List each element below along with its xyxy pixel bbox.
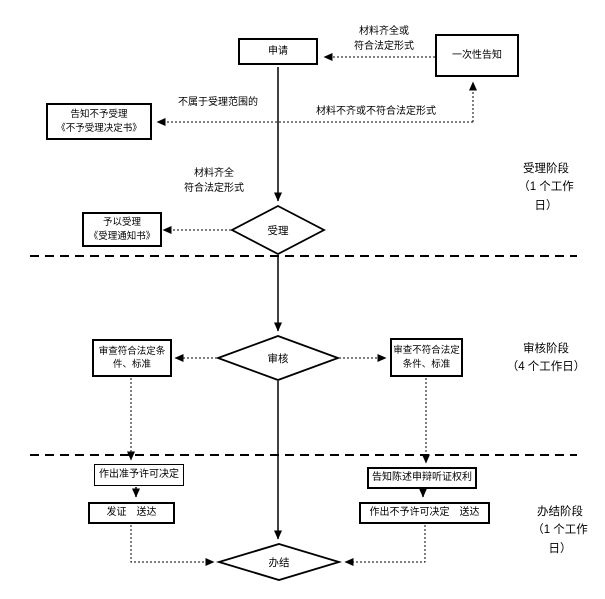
- review-pass-box: 审查符合法定条 件、标准: [92, 339, 172, 377]
- accept-notice-box: 予以受理 《受理通知书》: [82, 212, 162, 247]
- stage-label-review: 审核阶段 （4 个工作日）: [506, 343, 586, 374]
- review-diamond-shape: [215, 335, 341, 381]
- inform-rights-box: 告知陈述申辩听证权利: [367, 467, 477, 489]
- complete-diamond-label: 办结: [268, 556, 290, 569]
- edge-deny-to-complete: [344, 525, 426, 566]
- grant-decision-box: 作出准予许可决定: [94, 464, 184, 486]
- stage-label-complete: 办结阶段 （1 个工作 日）: [532, 506, 588, 555]
- review-diamond-label: 审核: [267, 352, 289, 365]
- reject-notice-box: 告知不予受理 《不予受理决定书》: [46, 103, 152, 140]
- deny-deliver-box: 作出不予许可决定 送达: [359, 502, 490, 524]
- review-fail-box: 审查不符合法定 条件、标准: [390, 338, 463, 377]
- complete-diamond-shape: [215, 543, 343, 581]
- apply-box: 申请: [238, 38, 318, 65]
- edge-issue-to-complete: [130, 525, 215, 566]
- edge-label-not-in-scope: 不属于受理范围的: [168, 96, 268, 111]
- accept-diamond-shape: [230, 204, 326, 256]
- edge-label-materials-complete-mid: 材料齐全 符合法定形式: [168, 167, 260, 196]
- accept-diamond-label: 受理: [267, 224, 289, 237]
- stage-label-accept: 受理阶段 （1 个工作 日）: [518, 163, 574, 212]
- one-time-notice-box: 一次性告知: [435, 34, 519, 77]
- edge-label-materials-complete-top: 材料齐全或 符合法定形式: [336, 25, 432, 54]
- issue-deliver-box: 发证 送达: [88, 502, 175, 524]
- edge-label-materials-incomplete: 材料不齐或不符合法定形式: [294, 105, 458, 120]
